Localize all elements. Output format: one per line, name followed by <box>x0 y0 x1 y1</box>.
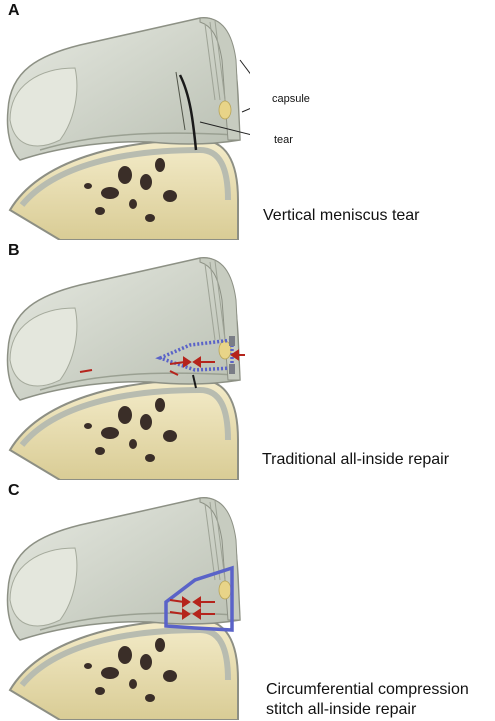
tear-shadow <box>175 71 186 131</box>
panel-caption: Vertical meniscus tear <box>263 207 420 224</box>
panel-caption: Traditional all-inside repair <box>262 451 450 468</box>
knee-illustration <box>0 0 250 240</box>
arrow <box>169 611 185 615</box>
panel-caption: Circumferential compression stitch all-i… <box>266 680 469 720</box>
tear-line <box>192 374 197 389</box>
panel-label: A <box>8 2 20 19</box>
arrow <box>169 599 185 603</box>
arrow <box>169 361 186 365</box>
anchor-top <box>229 336 235 346</box>
tear-leader <box>199 121 250 136</box>
caption-line-1: Circumferential compression <box>266 681 469 698</box>
caption-line-2: stitch all-inside repair <box>266 701 417 718</box>
tear-line <box>178 74 198 151</box>
knee-illustration <box>0 480 250 720</box>
panel-a: A capsule tear Vertical meniscus tear <box>0 0 495 240</box>
panel-c: C Circumferential compression stitch all… <box>0 480 495 721</box>
panel-label: B <box>8 242 20 259</box>
suture-loop <box>164 565 234 632</box>
tear-label: tear <box>274 134 293 146</box>
capsule-leader-2 <box>241 108 250 113</box>
panel-b: B Traditional all-inside repair <box>0 240 495 480</box>
arrow <box>169 370 179 376</box>
knee-illustration <box>0 240 245 480</box>
capsule-leader-1 <box>239 59 250 75</box>
arrow <box>79 369 93 373</box>
capsule-label: capsule <box>272 93 310 105</box>
panel-label: C <box>8 482 20 499</box>
anchor-bottom <box>229 364 235 374</box>
